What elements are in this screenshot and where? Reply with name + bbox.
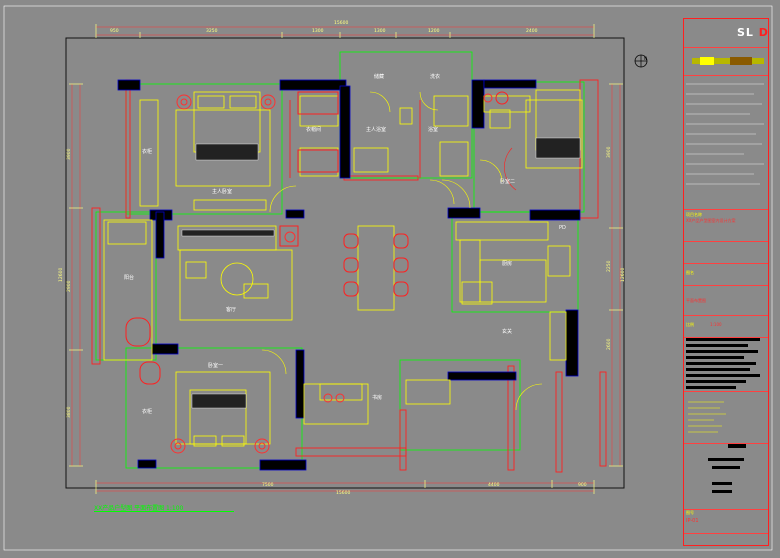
- note-bar: [686, 368, 750, 371]
- note-bar: [686, 386, 736, 389]
- project-name: XX产品户型图室内设计方案: [686, 218, 736, 223]
- note-bar: [686, 344, 748, 347]
- note-bar: [686, 380, 746, 383]
- dim-left-total: 12600: [59, 267, 64, 282]
- drawing-caption: XX产品户型图 平面布置图 1:100: [94, 505, 184, 512]
- signature-bar: [708, 458, 744, 461]
- bed-quilts: [181, 137, 581, 409]
- company-notes-lines: [686, 83, 764, 185]
- dim-top-3: 1300: [312, 29, 324, 34]
- drawing-name-label: 图名: [686, 270, 694, 275]
- project-label: 项目名称: [686, 212, 702, 217]
- room-label-kitchen: 厨房: [502, 261, 513, 267]
- room-label-bedroom-1: 卧室一: [208, 363, 224, 369]
- room-label-pd: PD: [559, 225, 566, 231]
- dim-top-4: 1300: [374, 29, 386, 34]
- svg-text:N: N: [644, 56, 647, 61]
- dim-right-2: 2250: [607, 260, 612, 272]
- note-bar: [686, 356, 744, 359]
- sheet-number: IP-01: [686, 518, 699, 524]
- note-bar: [686, 338, 760, 341]
- dim-right-total: 12600: [621, 267, 626, 282]
- furniture: [103, 89, 583, 447]
- dim-right-3: 2600: [607, 338, 612, 350]
- dim-bottom-total: 15600: [336, 491, 351, 496]
- room-label-master-bath: 主人浴室: [366, 127, 387, 133]
- dimension-ticks: [69, 24, 623, 494]
- yellow-notes-lines: [688, 401, 726, 433]
- room-label-bath: 浴室: [428, 127, 439, 133]
- room-label-bedroom-2: 卧室二: [500, 179, 516, 185]
- logo-mark-icon: SL D: [737, 26, 769, 39]
- room-label-master-closet: 衣帽间: [306, 127, 322, 133]
- dim-left-3: 3800: [67, 406, 72, 418]
- dimension-lines: [71, 26, 621, 492]
- sheet-label: 图号: [686, 510, 694, 515]
- room-label-storage: 储藏: [374, 74, 385, 80]
- room-label-study: 书房: [372, 395, 383, 401]
- note-bar: [686, 350, 758, 353]
- structural-walls: [117, 79, 581, 471]
- dim-top-total: 15600: [334, 21, 349, 26]
- scale-value: 1:100: [710, 322, 722, 327]
- lamps: [170, 93, 493, 454]
- room-label-closet-b: 衣柜: [142, 409, 153, 415]
- drawing-name: 平面布置图: [686, 298, 706, 303]
- sheet-border: [3, 5, 773, 551]
- dim-right-1: 3900: [607, 146, 612, 158]
- dim-bottom-2: 4400: [488, 483, 500, 488]
- bedroom2-door: [504, 147, 517, 191]
- room-label-balcony: 阳台: [124, 275, 135, 281]
- caption-underline: [94, 511, 234, 512]
- dim-top-6: 2400: [526, 29, 538, 34]
- dim-left-2: 2900: [67, 280, 72, 292]
- dim-top-2: 3250: [206, 29, 218, 34]
- door-swings: [261, 91, 543, 411]
- dim-bottom-3: 900: [578, 483, 587, 488]
- room-label-laundry: 洗衣: [430, 74, 441, 80]
- dim-top-5: 1200: [428, 29, 440, 34]
- room-label-entry: 玄关: [502, 329, 513, 335]
- north-arrow-icon: N: [634, 54, 648, 68]
- dim-bottom-1: 7500: [262, 483, 274, 488]
- dining-chairs: [125, 91, 509, 385]
- note-bar: [686, 374, 760, 377]
- scale-label: 比例: [686, 322, 694, 327]
- signature-bar: [712, 482, 732, 485]
- note-bar: [686, 362, 756, 365]
- title-block: [683, 18, 769, 546]
- drawing-frame: [65, 37, 625, 489]
- signature-bar: [728, 444, 746, 448]
- company-banner-icon: [692, 57, 764, 65]
- dim-left-1: 3900: [67, 148, 72, 160]
- room-label-closet-a: 衣柜: [142, 149, 153, 155]
- dim-top-1: 950: [110, 29, 119, 34]
- logo-accent: D: [758, 26, 769, 39]
- signature-bar: [712, 490, 732, 493]
- room-label-master-bedroom: 主人卧室: [212, 189, 233, 195]
- logo-text: SL: [737, 26, 754, 39]
- signature-bar: [712, 466, 740, 469]
- room-label-living: 客厅: [226, 307, 237, 313]
